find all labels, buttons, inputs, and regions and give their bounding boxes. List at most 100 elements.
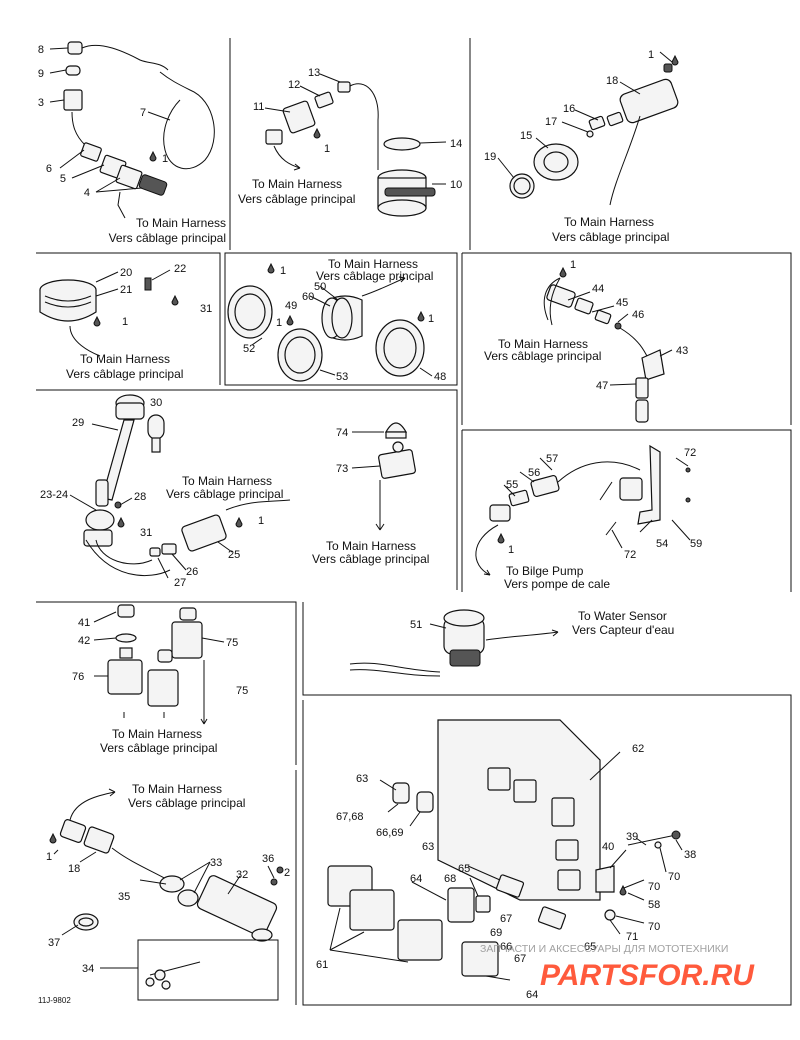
part-number: 70 <box>668 871 680 883</box>
part-number: 51 <box>410 619 422 631</box>
part-number: 75 <box>236 685 248 697</box>
drawing-reference: 11J-9802 <box>38 996 71 1005</box>
panel-temp-sensor: 1 44 45 46 43 47 To Main Harness Vers câ… <box>484 259 688 423</box>
caption-en: To Main Harness <box>112 727 202 741</box>
part-number: 67 <box>500 913 512 925</box>
part-number: 47 <box>596 380 608 392</box>
panel-indicator: 74 73 To Main Harness Vers câblage princ… <box>312 422 429 566</box>
part-number: 59 <box>690 538 702 550</box>
part-number: 75 <box>226 637 238 649</box>
part-number: 72 <box>624 549 636 561</box>
part-number: 33 <box>210 857 222 869</box>
part-number: 17 <box>545 116 557 128</box>
part-number: 66,69 <box>376 827 404 839</box>
panel-lanyard: 8 9 3 7 1 6 5 4 To Main Harness Vers câb… <box>38 41 226 245</box>
caption-fr: Vers câblage principal <box>66 367 183 381</box>
part-number: 1 <box>258 515 264 527</box>
caption-en: To Water Sensor <box>578 609 667 623</box>
caption-en: To Main Harness <box>136 216 226 230</box>
part-number: 31 <box>140 527 152 539</box>
caption-en: To Main Harness <box>252 177 342 191</box>
caption-en: To Bilge Pump <box>506 564 584 578</box>
part-number: 65 <box>458 863 470 875</box>
part-number: 40 <box>602 841 614 853</box>
caption-fr: Vers câblage principal <box>109 231 226 245</box>
part-number: 68 <box>444 873 456 885</box>
part-number: 21 <box>120 284 132 296</box>
part-number: 5 <box>60 173 66 185</box>
part-number: 61 <box>316 959 328 971</box>
panel-gauges: 1 50 60 49 1 1 52 53 48 To Main Harness … <box>227 257 446 383</box>
part-number: 20 <box>120 267 132 279</box>
panel-mpem: 62 63 67,68 66,69 63 65 64 68 67 69 66 6… <box>316 719 696 1001</box>
part-number: 62 <box>632 743 644 755</box>
part-number: 8 <box>38 44 44 56</box>
part-number: 70 <box>648 881 660 893</box>
part-number: 43 <box>676 345 688 357</box>
part-number: 10 <box>450 179 462 191</box>
part-number: 60 <box>302 291 314 303</box>
panel-water-sensor: 51 To Water Sensor Vers Capteur d'eau <box>349 609 674 677</box>
part-number: 67,68 <box>336 811 364 823</box>
part-number: 1 <box>122 316 128 328</box>
part-number: 49 <box>285 300 297 312</box>
part-number: 63 <box>356 773 368 785</box>
part-number: 70 <box>648 921 660 933</box>
part-number: 1 <box>508 544 514 556</box>
part-number: 1 <box>324 143 330 155</box>
part-number: 64 <box>526 989 538 1001</box>
panel-dess: 1 18 35 33 32 36 2 37 34 To Main Harness… <box>46 782 290 1001</box>
part-number: 1 <box>570 259 576 271</box>
caption-fr: Vers Capteur d'eau <box>572 623 674 637</box>
part-number: 18 <box>606 75 618 87</box>
caption-en: To Main Harness <box>328 257 418 271</box>
part-number: 31 <box>200 303 212 315</box>
part-number: 29 <box>72 417 84 429</box>
part-number: 74 <box>336 427 348 439</box>
part-number: 73 <box>336 463 348 475</box>
part-number: 52 <box>243 343 255 355</box>
part-number: 35 <box>118 891 130 903</box>
part-number: 6 <box>46 163 52 175</box>
part-number: 44 <box>592 283 604 295</box>
part-number: 48 <box>434 371 446 383</box>
part-number: 15 <box>520 130 532 142</box>
caption-fr: Vers câblage principal <box>238 192 355 206</box>
part-number: 1 <box>648 49 654 61</box>
part-number: 7 <box>140 107 146 119</box>
part-number: 41 <box>78 617 90 629</box>
part-number: 39 <box>626 831 638 843</box>
caption-fr: Vers câblage principal <box>312 552 429 566</box>
part-number: 38 <box>684 849 696 861</box>
part-number: 11 <box>253 101 264 113</box>
panel-buzzer: 20 21 22 31 1 To Main Harness Vers câbla… <box>39 263 212 381</box>
part-number: 32 <box>236 869 248 881</box>
part-number: 18 <box>68 863 80 875</box>
caption-fr: Vers pompe de cale <box>504 577 610 591</box>
caption-fr: Vers câblage principal <box>484 349 601 363</box>
panel-fuel-sender: 11 12 13 1 14 10 To Main Harness Vers câ… <box>238 67 462 217</box>
part-number: 34 <box>82 963 94 975</box>
part-number: 9 <box>38 68 44 80</box>
part-number: 57 <box>546 453 558 465</box>
part-number: 27 <box>174 577 186 589</box>
part-number: 1 <box>276 317 282 329</box>
part-number: 3 <box>38 97 44 109</box>
part-number: 28 <box>134 491 146 503</box>
watermark-logo: PARTSFOR.RU <box>540 959 755 992</box>
caption-fr: Vers câblage principal <box>166 487 283 501</box>
part-number: 14 <box>450 138 462 150</box>
part-number: 50 <box>314 281 326 293</box>
caption-en: To Main Harness <box>182 474 272 488</box>
panel-nav-light: 29 30 23-24 28 31 1 25 26 27 To Main Har… <box>40 394 291 589</box>
part-number: 25 <box>228 549 240 561</box>
part-number: 71 <box>626 931 638 943</box>
part-number: 64 <box>410 873 422 885</box>
caption-fr: Vers câblage principal <box>100 741 217 755</box>
caption-fr: Vers câblage principal <box>552 230 669 244</box>
part-number: 76 <box>72 671 84 683</box>
part-number: 26 <box>186 566 198 578</box>
part-number: 1 <box>46 851 52 863</box>
